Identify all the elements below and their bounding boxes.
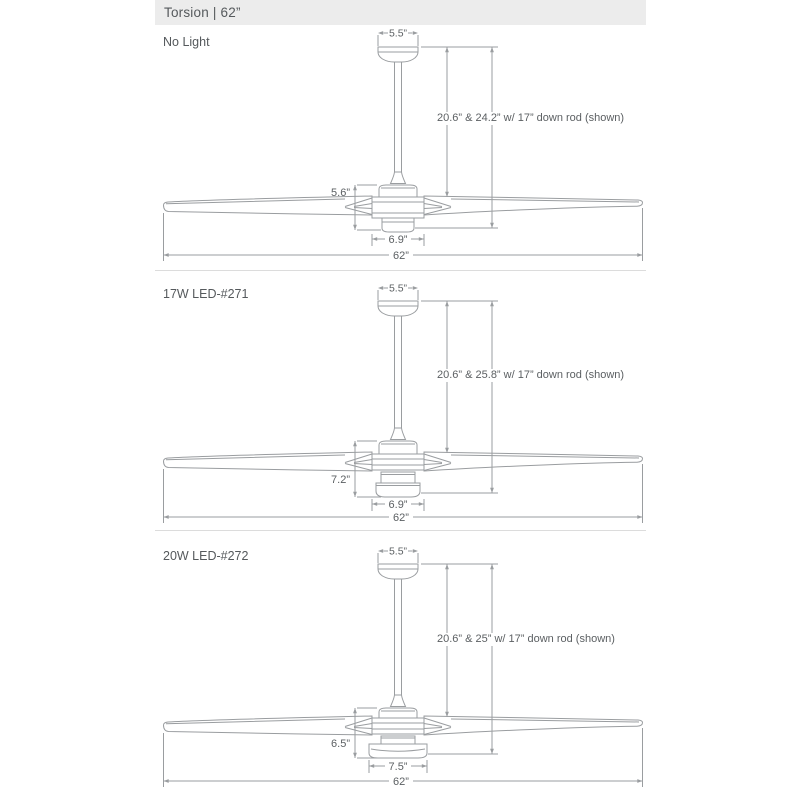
variant-label: No Light xyxy=(163,35,210,49)
dim-body-width: 6.9” xyxy=(389,499,408,511)
spec-content: Torsion | 62” 5.5” 20.6” & 24.2” w/ 17” … xyxy=(155,0,646,800)
fan-diagram-20w-led: 5.5” 20.6” & 25” w/ 17” down rod (shown)… xyxy=(162,546,644,788)
dim-canopy-width: 5.5” xyxy=(389,28,408,40)
dim-canopy-width: 5.5” xyxy=(389,283,408,295)
variant-label: 17W LED-#271 xyxy=(163,287,249,301)
fan-diagram-no-light: 5.5” 20.6” & 24.2” w/ 17” down rod (show… xyxy=(162,28,644,262)
variant-section-20w-led: 5.5” 20.6” & 25” w/ 17” down rod (shown)… xyxy=(155,530,646,800)
dim-blade-span: 62” xyxy=(393,512,409,524)
dim-body-height: 5.6” xyxy=(331,187,350,199)
fan-diagram-17w-led: 5.5” 20.6” & 25.8” w/ 17” down rod (show… xyxy=(162,283,644,524)
dim-canopy-width: 5.5” xyxy=(389,546,408,558)
fan-drawing xyxy=(162,549,644,787)
dim-body-height: 6.5” xyxy=(331,738,350,750)
dim-height-note: 20.6” & 24.2” w/ 17” down rod (shown) xyxy=(437,112,624,124)
variant-label: 20W LED-#272 xyxy=(163,549,249,563)
dim-height-note: 20.6” & 25.8” w/ 17” down rod (shown) xyxy=(437,369,624,381)
fan-drawing xyxy=(162,31,644,261)
variant-section-no-light: 5.5” 20.6” & 24.2” w/ 17” down rod (show… xyxy=(155,25,646,270)
dim-body-width: 7.5” xyxy=(389,761,408,773)
dim-body-height: 7.2” xyxy=(331,474,350,486)
product-title: Torsion | 62” xyxy=(164,5,241,20)
variant-section-17w-led: 5.5” 20.6” & 25.8” w/ 17” down rod (show… xyxy=(155,270,646,530)
dim-blade-span: 62” xyxy=(393,776,409,788)
dim-body-width: 6.9” xyxy=(389,234,408,246)
dim-height-note: 20.6” & 25” w/ 17” down rod (shown) xyxy=(437,633,615,645)
fan-drawing xyxy=(162,286,644,523)
product-header: Torsion | 62” xyxy=(155,0,646,25)
dim-blade-span: 62” xyxy=(393,250,409,262)
